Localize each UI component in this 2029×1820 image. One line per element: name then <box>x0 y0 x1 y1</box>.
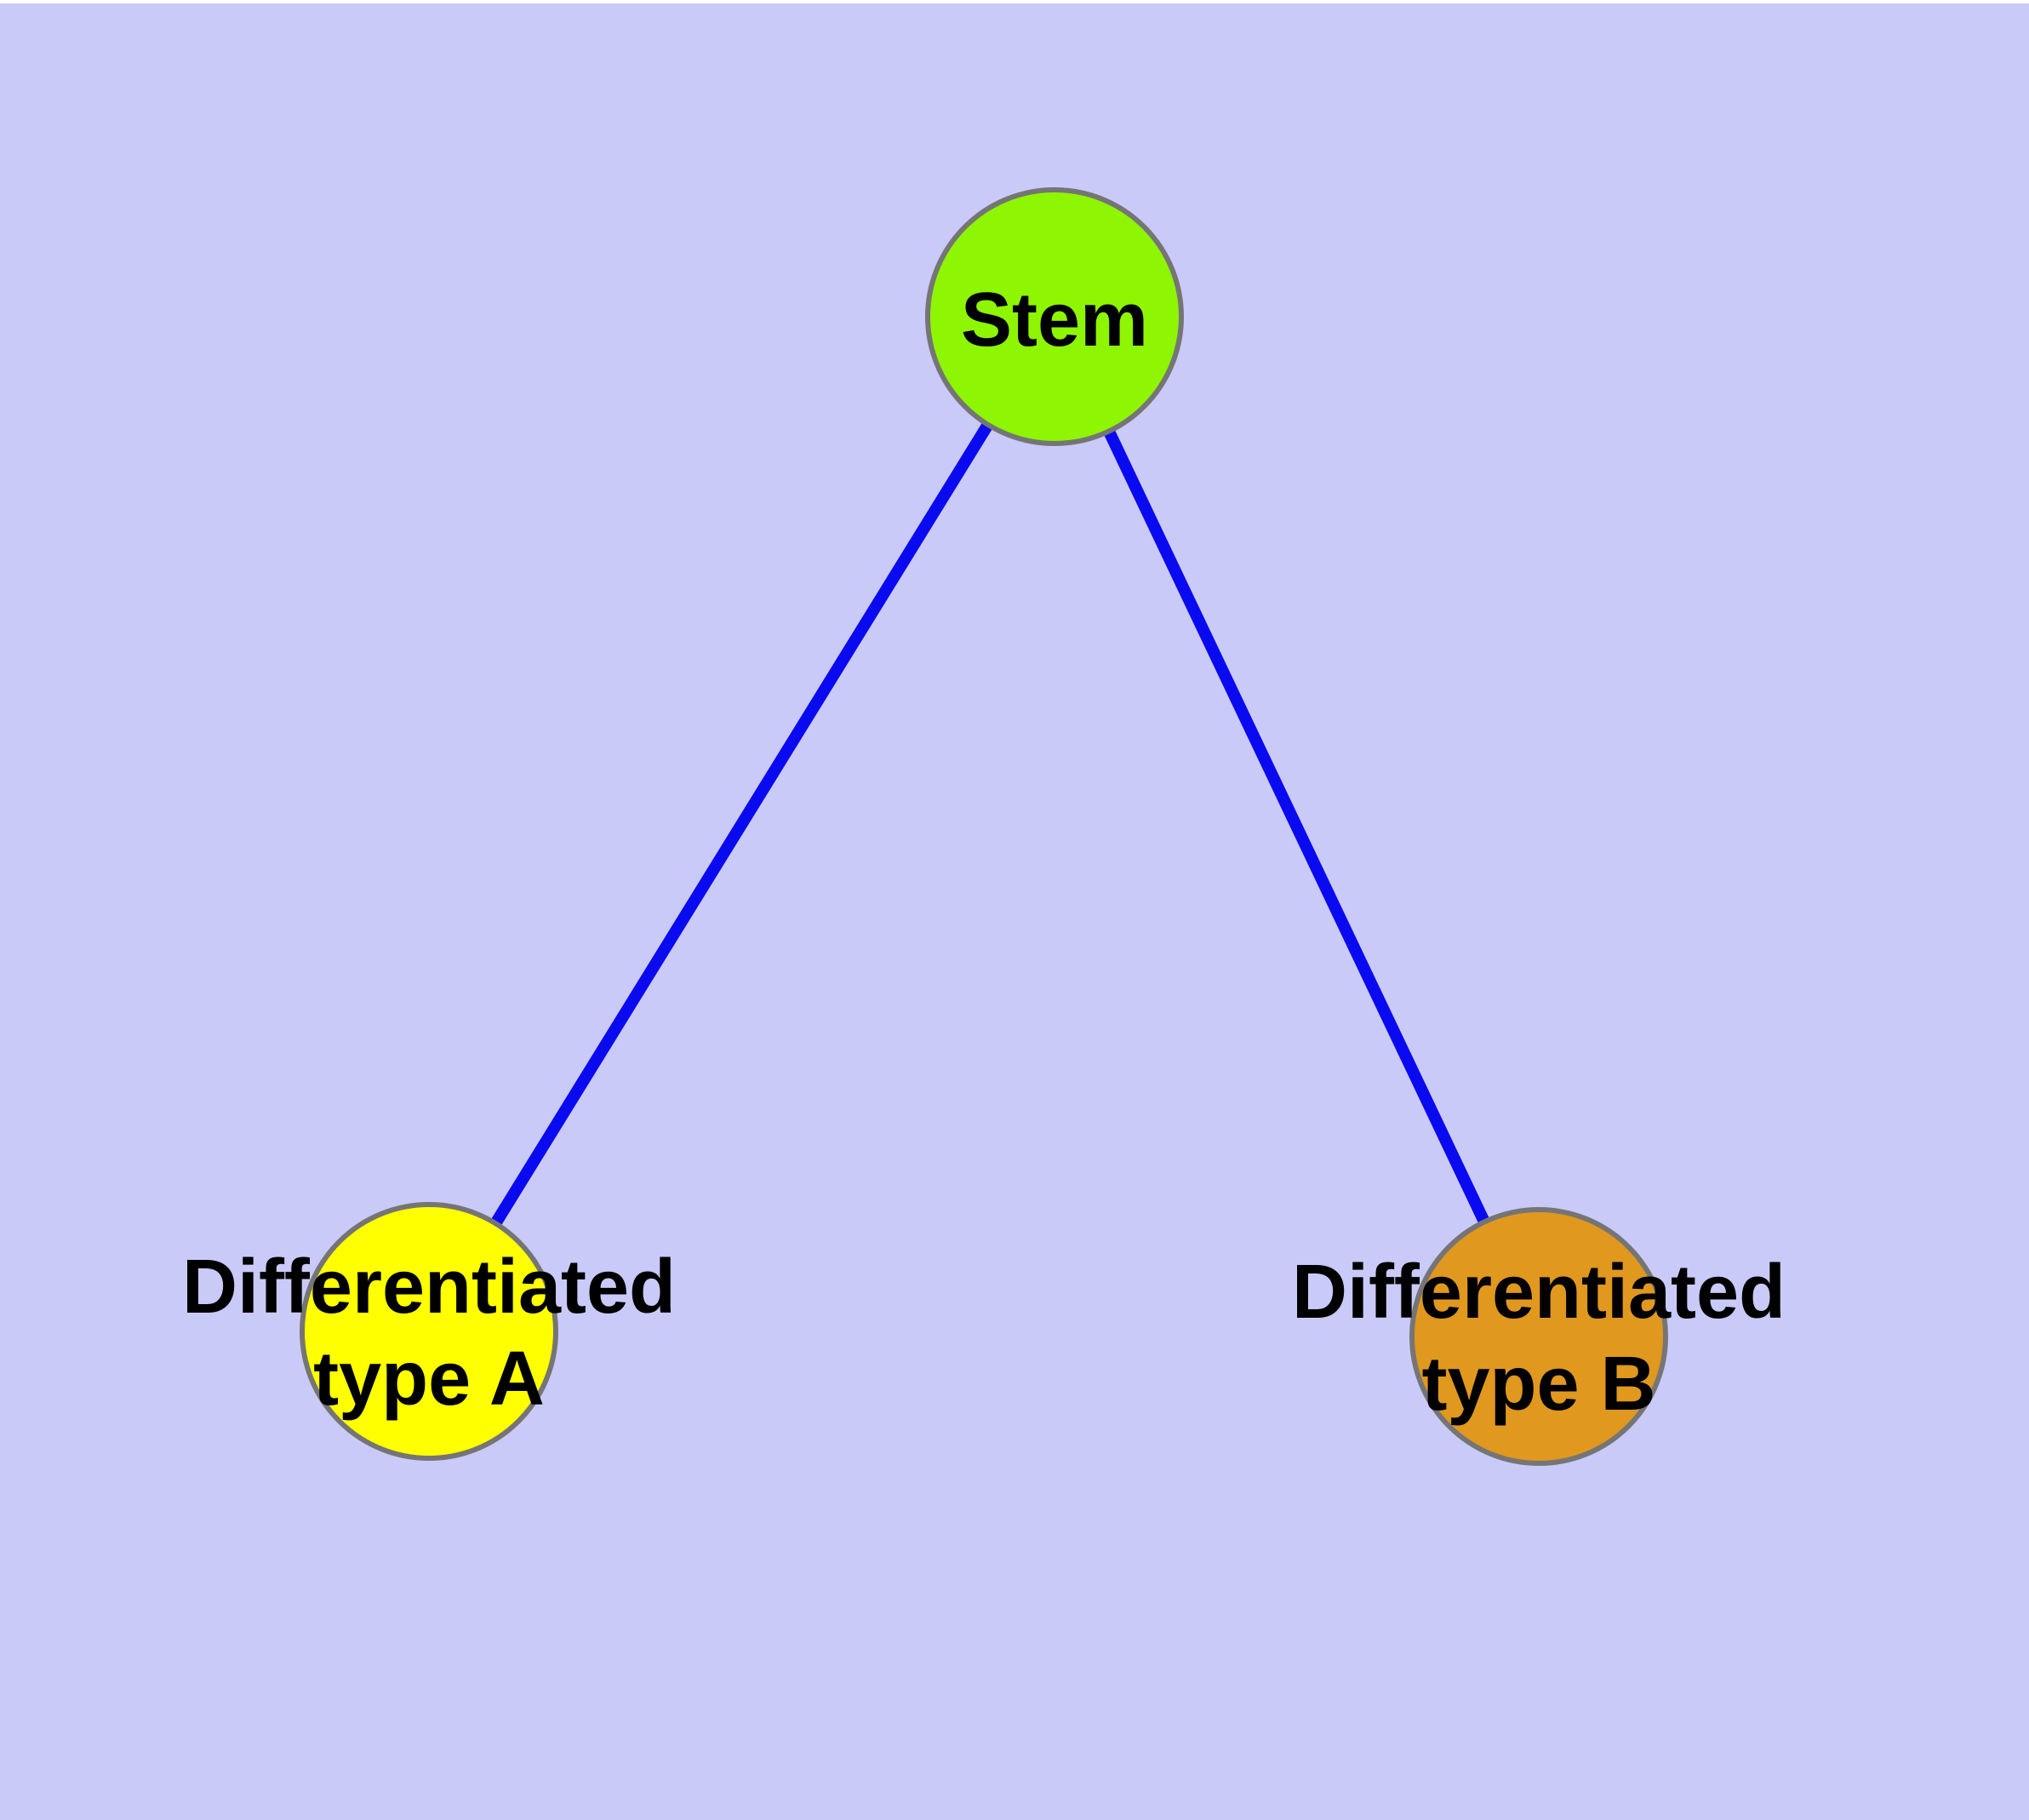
node-stem-label: Stem <box>961 278 1148 363</box>
node-differentiated-type-b[interactable] <box>1409 1207 1668 1466</box>
node-differentiated-type-b-label-line2: type B <box>1421 1342 1655 1427</box>
edge-stem-to-type-b[interactable] <box>1049 311 1545 1342</box>
edge-stem-to-type-a[interactable] <box>423 311 1060 1337</box>
node-differentiated-type-a[interactable] <box>300 1202 558 1461</box>
node-differentiated-type-a-label-line2: type A <box>313 1336 545 1422</box>
node-differentiated-type-a-label-line1: Differentiated <box>182 1245 676 1330</box>
node-stem[interactable] <box>925 187 1184 446</box>
node-differentiated-type-b-label-line1: Differentiated <box>1292 1250 1786 1335</box>
